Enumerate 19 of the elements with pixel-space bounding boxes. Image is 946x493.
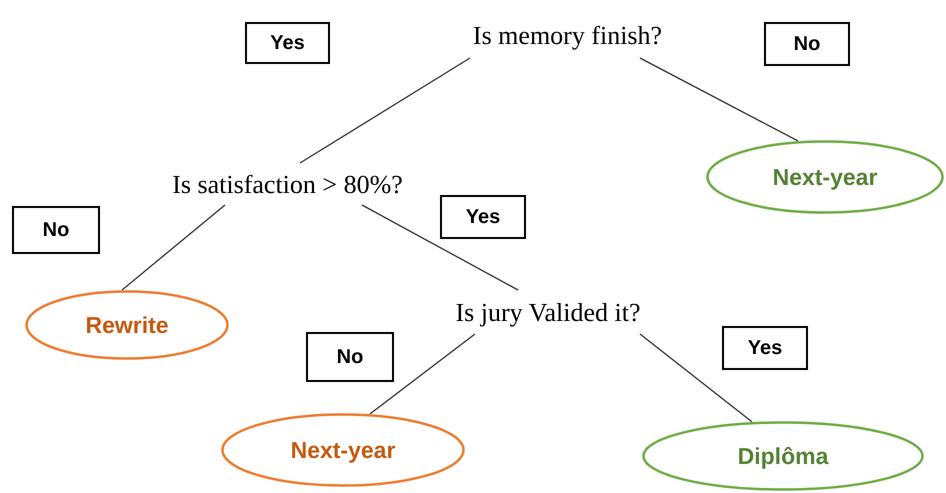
connector-line — [640, 57, 798, 142]
answer-label: No — [306, 332, 394, 382]
answer-label: Yes — [245, 22, 330, 64]
answer-label: No — [12, 206, 100, 254]
answer-label: No — [764, 22, 850, 66]
outcome-text: Next-year — [290, 436, 396, 465]
connector-line — [122, 204, 226, 291]
answer-label: Yes — [440, 195, 526, 239]
question-text: Is satisfaction > 80%? — [172, 168, 403, 200]
answer-label: Yes — [722, 326, 808, 370]
question-text: Is memory finish? — [472, 20, 662, 52]
connector-line — [640, 333, 752, 422]
outcome-text: Next-year — [772, 162, 878, 192]
connector-line — [370, 333, 476, 414]
question-text: Is jury Valided it? — [455, 296, 641, 329]
connector-line — [362, 204, 518, 291]
outcome-text: Diplôma — [738, 442, 828, 471]
outcome-text: Rewrite — [85, 310, 169, 340]
connector-line — [300, 57, 470, 164]
